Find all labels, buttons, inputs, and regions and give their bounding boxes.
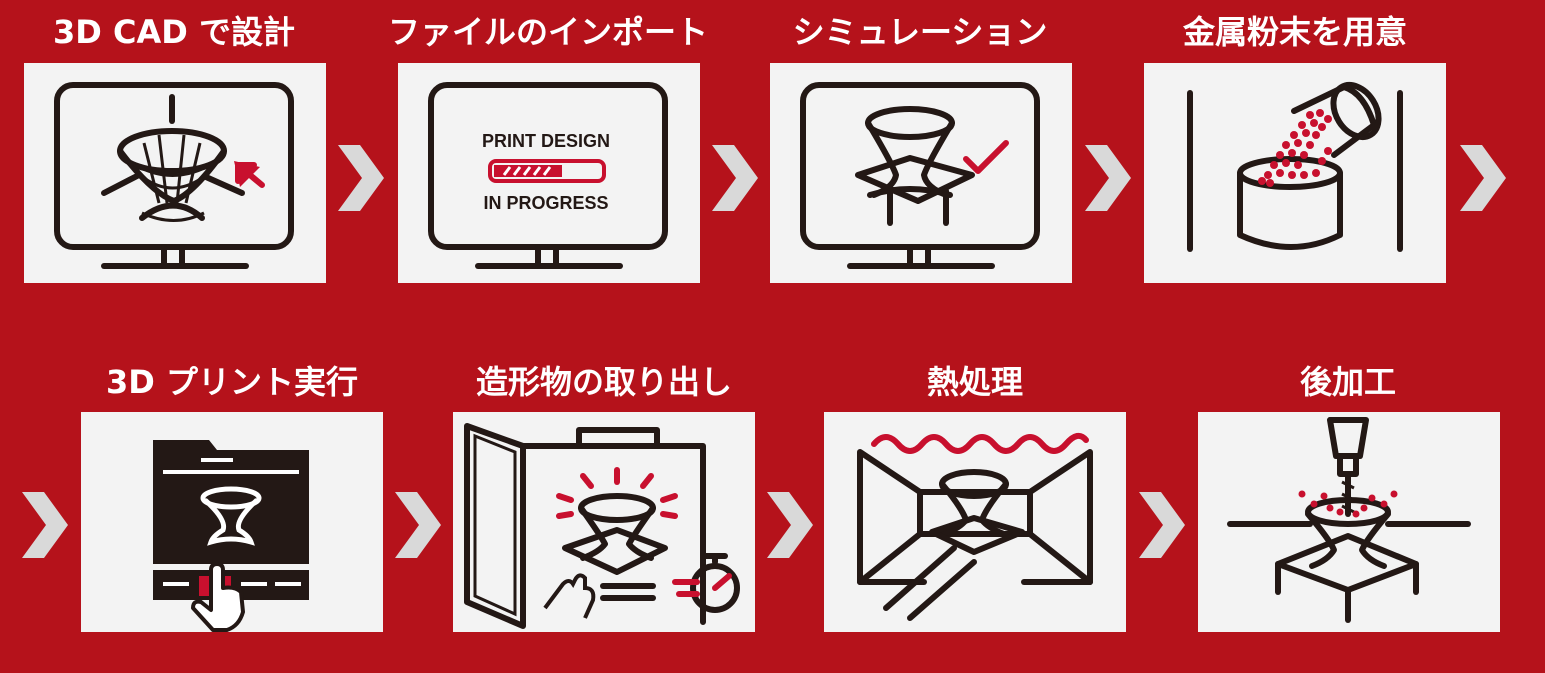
chevron-right-icon — [765, 490, 815, 560]
chevron-right-icon — [336, 143, 386, 213]
step-title-2: ファイルのインポート — [387, 13, 709, 51]
step-card-5 — [81, 412, 383, 632]
step-card-6 — [453, 412, 755, 632]
step-title-8: 後加工 — [1299, 363, 1397, 401]
post-processing-drill-icon — [1227, 417, 1471, 623]
step-title-3: シミュレーション — [792, 13, 1048, 51]
file-import-monitor-icon: PRINT DESIGN IN PROGRESS — [428, 82, 668, 269]
step-card-3 — [770, 63, 1072, 283]
chevron-right-icon — [1137, 490, 1187, 560]
chevron-right-icon — [1083, 143, 1133, 213]
step-title-7: 熱処理 — [926, 363, 1024, 401]
cad-design-monitor-icon — [54, 82, 294, 269]
step-title-4: 金属粉末を用意 — [1182, 13, 1408, 51]
step-card-8 — [1198, 412, 1500, 632]
step-title-6: 造形物の取り出し — [475, 363, 733, 401]
step-card-4 — [1144, 63, 1446, 283]
chevron-right-icon — [393, 490, 443, 560]
step-card-1 — [24, 63, 326, 283]
chevron-right-icon — [710, 143, 760, 213]
screen-text-in-progress: IN PROGRESS — [483, 193, 608, 213]
step-card-2: PRINT DESIGN IN PROGRESS — [398, 63, 700, 283]
screen-text-print-design: PRINT DESIGN — [482, 131, 610, 151]
step-title-5: 3D プリント実行 — [106, 363, 358, 401]
heat-treatment-icon — [857, 432, 1093, 621]
simulation-check-icon — [800, 82, 1040, 269]
step-card-7 — [824, 412, 1126, 632]
print-execute-folder-icon — [153, 440, 309, 632]
step-title-1: 3D CAD で設計 — [53, 13, 295, 51]
chevron-right-icon — [20, 490, 70, 560]
remove-object-icon — [464, 423, 740, 629]
chevron-right-icon — [1458, 143, 1508, 213]
metal-powder-icon — [1187, 81, 1403, 252]
